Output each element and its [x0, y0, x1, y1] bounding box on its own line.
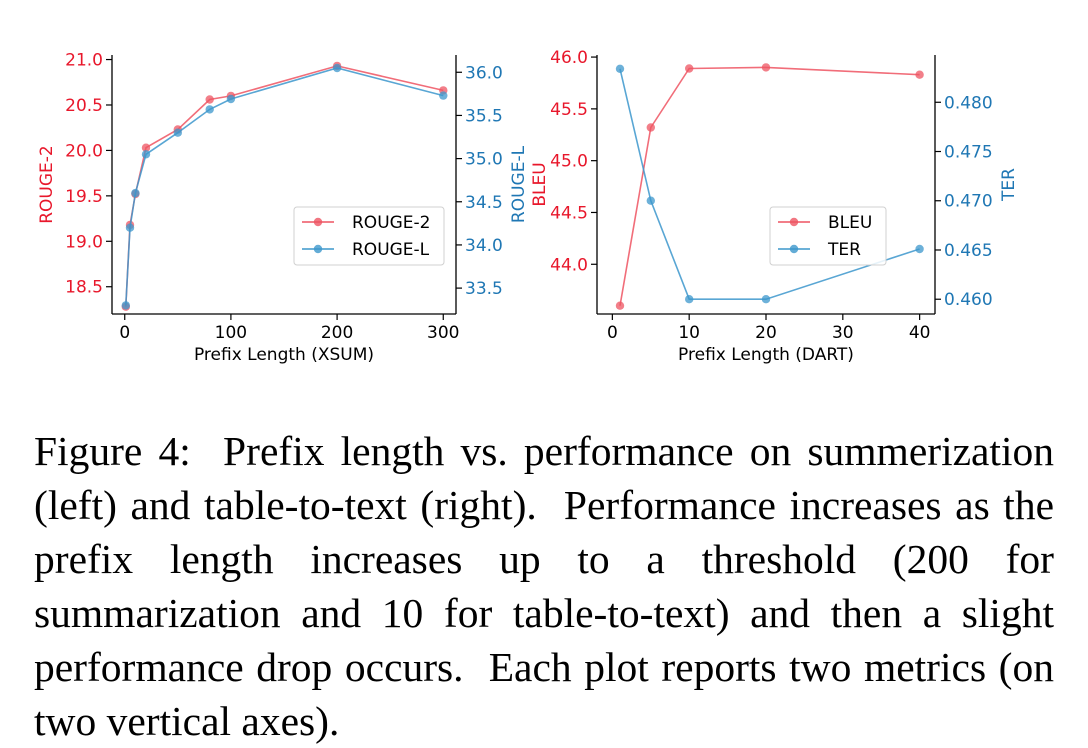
data-point	[332, 63, 342, 73]
y-right-tick-label: 35.0	[465, 150, 503, 170]
y-left-tick-label: 19.5	[65, 187, 103, 207]
data-point	[761, 63, 771, 72]
y-left-axis-label: ROUGE-2	[37, 145, 57, 224]
y-right-tick-label: 34.0	[465, 236, 503, 256]
y-left-tick-label: 20.5	[65, 96, 103, 116]
y-left-tick-label: 19.0	[65, 232, 103, 252]
data-point	[121, 301, 130, 310]
data-point	[439, 91, 448, 100]
x-tick-label: 200	[321, 323, 353, 343]
legend-marker	[789, 217, 799, 227]
data-point	[646, 196, 655, 205]
y-right-axis-label: ROUGE-L	[509, 145, 529, 223]
y-left-axis-label: BLEU	[530, 162, 550, 206]
data-point	[915, 244, 924, 254]
x-tick-label: 20	[755, 323, 777, 343]
data-point	[226, 94, 236, 104]
y-right-tick-label: 35.5	[465, 106, 503, 126]
series-line-rouge-l	[125, 67, 444, 306]
y-right-tick-label: 0.480	[944, 93, 993, 113]
data-point	[141, 150, 151, 159]
y-right-tick-label: 0.465	[944, 241, 993, 261]
y-left-tick-label: 46.0	[550, 48, 588, 68]
chart-1: 0 10 20 30 40 44.0 44.5 45.0 45.5 46.0 0.460 0.465 0…	[530, 48, 1019, 365]
y-left-tick-label: 21.0	[65, 51, 103, 71]
y-left-tick-label: 44.0	[550, 255, 588, 275]
data-point	[205, 105, 214, 114]
data-point	[615, 301, 625, 310]
y-right-tick-label: 0.460	[944, 290, 993, 310]
legend-label: TER	[827, 240, 861, 260]
x-tick-label: 30	[832, 323, 854, 343]
y-left-tick-label: 45.5	[550, 100, 588, 120]
y-right-tick-label: 0.475	[944, 143, 993, 163]
legend-label: ROUGE-2	[352, 213, 431, 233]
legend-marker	[789, 244, 799, 254]
data-point	[615, 64, 625, 74]
y-right-tick-label: 33.5	[465, 279, 503, 299]
data-point	[141, 143, 151, 152]
y-right-tick-label: 36.0	[465, 63, 503, 83]
data-point	[131, 188, 140, 198]
x-tick-label: 40	[909, 323, 931, 343]
y-right-axis-label: TER	[999, 168, 1019, 202]
series-line-rouge-2	[125, 65, 444, 307]
x-tick-label: 0	[607, 323, 618, 343]
legend-label: BLEU	[828, 213, 872, 233]
data-point	[685, 64, 694, 73]
y-right-tick-label: 34.5	[465, 193, 503, 213]
legend-marker	[313, 244, 323, 254]
data-point	[173, 128, 182, 137]
data-point	[915, 70, 924, 79]
legend-label: ROUGE-L	[352, 240, 430, 260]
x-tick-label: 10	[678, 323, 700, 343]
data-point	[125, 223, 135, 232]
x-axis-label: Prefix Length (DART)	[678, 345, 854, 365]
legend-marker	[313, 217, 323, 227]
y-left-tick-label: 44.5	[550, 203, 588, 223]
x-tick-label: 300	[427, 323, 459, 343]
x-tick-label: 0	[119, 323, 130, 343]
series-line-bleu	[619, 66, 920, 306]
y-right-tick-label: 0.470	[944, 192, 993, 212]
figure-caption: Figure 4: Prefix length vs. performance …	[34, 427, 1054, 744]
x-tick-label: 100	[215, 323, 247, 343]
x-axis-label: Prefix Length (XSUM)	[194, 345, 374, 365]
chart-0: 0 100 200 300 18.5 19.0 19.5 20.0 20.5 21.0 33.5 34…	[37, 51, 529, 365]
data-point	[685, 295, 694, 304]
data-point	[646, 123, 655, 132]
legend: BLEU TER	[769, 206, 887, 266]
data-point	[205, 95, 214, 104]
y-left-tick-label: 45.0	[550, 152, 588, 172]
y-left-tick-label: 20.0	[65, 141, 103, 161]
y-left-tick-label: 18.5	[65, 278, 103, 298]
data-point	[761, 295, 771, 304]
